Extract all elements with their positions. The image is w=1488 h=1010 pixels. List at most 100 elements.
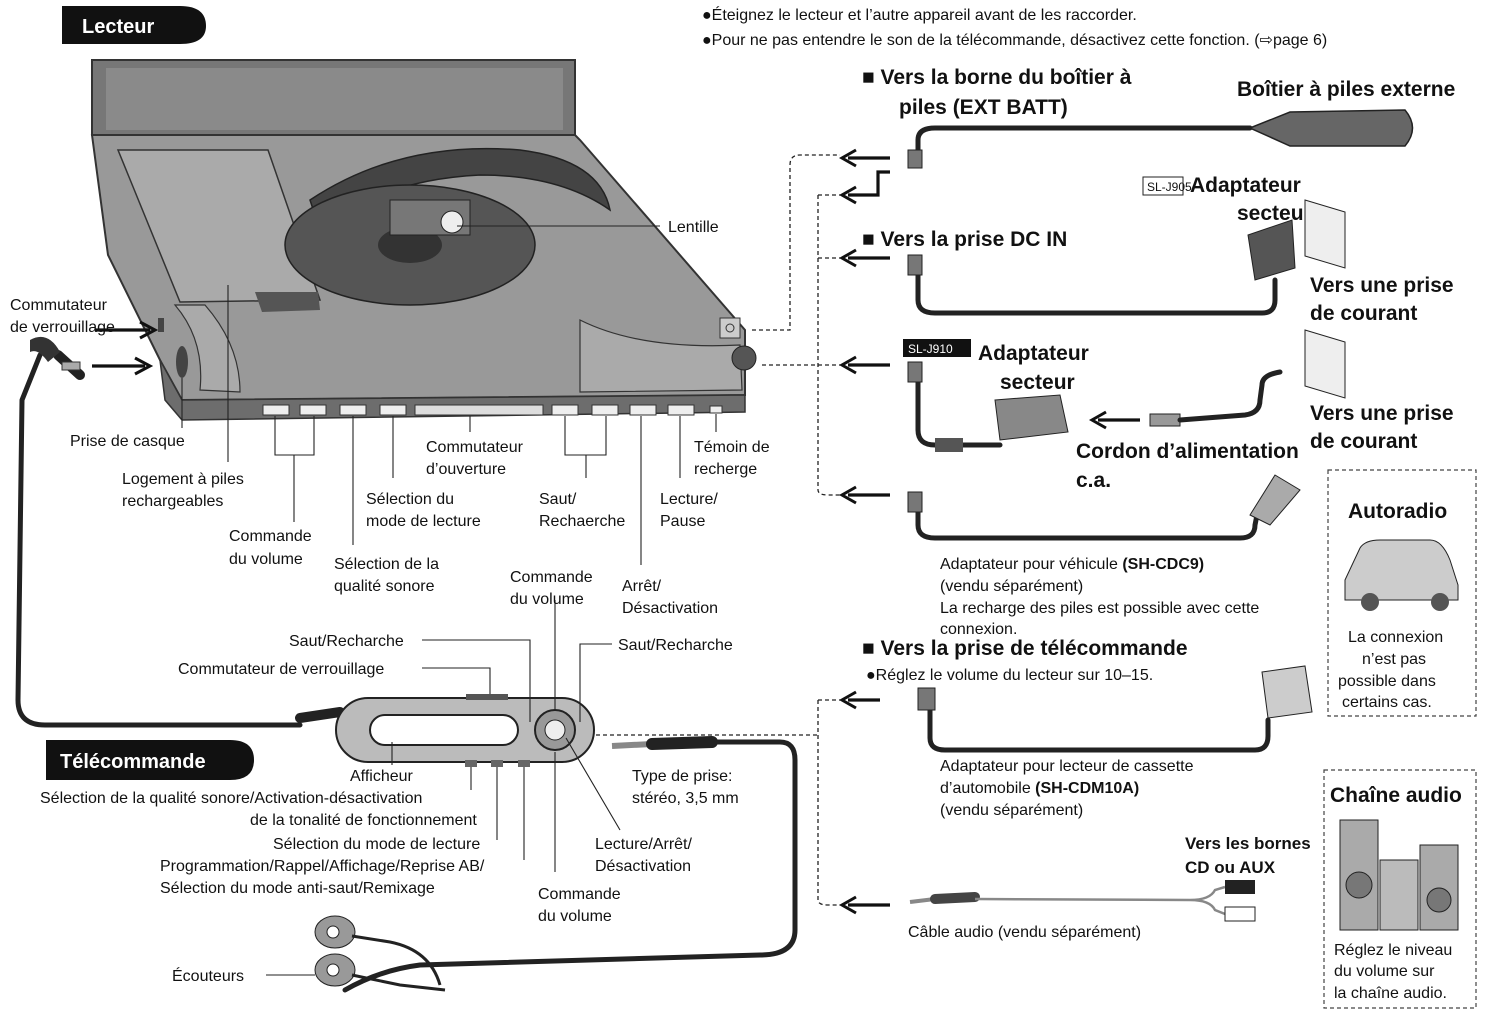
car-icon <box>1344 539 1459 611</box>
dc-in-heading: ■ Vers la prise DC IN <box>862 228 1067 251</box>
commutateur-ouverture-label-2: d’ouverture <box>426 461 506 478</box>
commutateur-ouverture-label-1: Commutateur <box>426 439 524 456</box>
prise-courant-2-line2: de courant <box>1310 430 1417 453</box>
logement-label-2: rechargeables <box>122 493 223 510</box>
sl-j910-tag: SL-J910 <box>908 342 953 356</box>
remote-mode-label: Sélection du mode de lecture <box>273 836 480 853</box>
cordon-label-2: c.a. <box>1076 469 1111 492</box>
remote-programmation-label-2: Sélection du mode anti-saut/Remixage <box>160 880 435 897</box>
wall-outlet-2 <box>1304 329 1346 399</box>
chaine-note-3: la chaîne audio. <box>1334 985 1447 1002</box>
temoin-label-1: Témoin de <box>694 439 770 456</box>
note-2: ●Pour ne pas entendre le son de la téléc… <box>702 32 1327 49</box>
vehicule-line1: Adaptateur pour véhicule (SH-CDC9) <box>940 556 1204 573</box>
lecture-pause-label-1: Lecture/ <box>660 491 718 508</box>
headphone-plug <box>30 336 85 380</box>
adaptateur-secteur-1-line2: secteur <box>1237 202 1312 225</box>
remote-lecture-arret-label-2: Désactivation <box>595 858 691 875</box>
selection-mode-label-2: mode de lecture <box>366 513 481 530</box>
saut-label-1: Saut/ <box>539 491 577 508</box>
prise-courant-1-line2: de courant <box>1310 302 1417 325</box>
type-prise-label-2: stéréo, 3,5 mm <box>632 790 739 807</box>
commande-volume-label-2: du volume <box>229 551 303 568</box>
cassette-adapter <box>1261 665 1313 719</box>
remote-volume-bottom-label-2: du volume <box>538 908 612 925</box>
autoradio-label: Autoradio <box>1348 500 1447 523</box>
cassette-line2: d’automobile (SH-CDM10A) <box>940 780 1139 797</box>
commutateur-verrouillage-label-1: Commutateur <box>10 297 108 314</box>
selection-qualite-label-2: qualité sonore <box>334 578 435 595</box>
prise-courant-2-line1: Vers une prise <box>1310 402 1454 425</box>
bornes-label-2: CD ou AUX <box>1185 858 1276 877</box>
arret-label-1: Arrêt/ <box>622 578 662 595</box>
remote-qualite-label-2: de la tonalité de fonctionnement <box>250 812 477 829</box>
remote-volume-bottom-label-1: Commande <box>538 886 621 903</box>
type-prise-label-1: Type de prise: <box>632 768 733 785</box>
vehicule-line4: connexion. <box>940 621 1017 638</box>
selection-qualite-label-1: Sélection de la <box>334 556 439 573</box>
lentille-label: Lentille <box>668 219 719 236</box>
adaptateur-secteur-2-line2: secteur <box>1000 371 1075 394</box>
connection-arrows <box>838 148 890 915</box>
cd-player-illustration <box>90 59 746 421</box>
chaine-label: Chaîne audio <box>1330 784 1462 807</box>
dc-in-jack <box>731 345 757 371</box>
arret-label-2: Désactivation <box>622 600 718 617</box>
earphones <box>314 915 446 992</box>
afficheur-label: Afficheur <box>350 768 414 785</box>
cable-label: Câble audio (vendu séparément) <box>908 924 1141 941</box>
player-button-row <box>262 404 723 416</box>
car-adapter <box>1249 474 1301 526</box>
remote-volume-top-label-2: du volume <box>510 591 584 608</box>
adaptateur-secteur-2-line1: Adaptateur <box>978 342 1089 365</box>
svg-text:Télécommande: Télécommande <box>60 751 206 773</box>
remote-control <box>295 694 595 767</box>
chaine-note-1: Réglez le niveau <box>1334 942 1452 959</box>
ext-batt-heading-2: piles (EXT BATT) <box>899 96 1068 119</box>
telecommande-note: ●Réglez le volume du lecteur sur 10–15. <box>866 667 1153 684</box>
autoradio-note-1: La connexion <box>1348 629 1443 646</box>
note-1: ●Éteignez le lecteur et l’autre appareil… <box>702 5 1137 24</box>
stereo-icon <box>1339 819 1459 931</box>
lecteur-tab: Lecteur <box>62 6 206 44</box>
remote-verrouillage-label: Commutateur de verrouillage <box>178 661 384 678</box>
cassette-line1: Adaptateur pour lecteur de cassette <box>940 758 1194 775</box>
remote-programmation-label-1: Programmation/Rappel/Affichage/Reprise A… <box>160 858 485 875</box>
svg-text:Lecteur: Lecteur <box>82 16 154 38</box>
cordon-label-1: Cordon d’alimentation <box>1076 440 1299 463</box>
telecommande-tab: Télécommande <box>46 740 254 780</box>
boitier-label: Boîtier à piles externe <box>1237 78 1455 101</box>
ext-batt-heading-1: ■ Vers la borne du boîtier à <box>862 66 1132 89</box>
ac-adapter-1 <box>1247 199 1346 281</box>
autoradio-note-2: n’est pas <box>1362 651 1426 668</box>
prise-courant-1-line1: Vers une prise <box>1310 274 1454 297</box>
bornes-label-1: Vers les bornes <box>1185 834 1311 853</box>
chaine-note-2: du volume sur <box>1334 963 1435 980</box>
remote-saut-left-label: Saut/Recharche <box>289 633 404 650</box>
saut-label-2: Rechaerche <box>539 513 625 530</box>
cassette-line3: (vendu séparément) <box>940 802 1083 819</box>
audio-cable <box>909 880 1256 922</box>
remote-qualite-label-1: Sélection de la qualité sonore/Activatio… <box>40 790 422 807</box>
temoin-label-2: recherge <box>694 461 757 478</box>
adaptateur-secteur-1-line1: Adaptateur <box>1190 174 1301 197</box>
remote-saut-right-label: Saut/Recharche <box>618 637 733 654</box>
telecommande-heading: ■ Vers la prise de télécommande <box>862 637 1188 660</box>
autoradio-note-3: possible dans <box>1338 673 1436 690</box>
vehicule-line3: La recharge des piles est possible avec … <box>940 600 1259 617</box>
remote-volume-top-label-1: Commande <box>510 569 593 586</box>
selection-mode-label-1: Sélection du <box>366 491 454 508</box>
remote-lecture-arret-label-1: Lecture/Arrêt/ <box>595 836 692 853</box>
external-battery-case <box>1248 109 1414 147</box>
autoradio-note-4: certains cas. <box>1342 694 1432 711</box>
prise-casque-label: Prise de casque <box>70 433 185 450</box>
ac-adapter-2 <box>935 394 1069 452</box>
vehicule-line2: (vendu séparément) <box>940 578 1083 595</box>
commande-volume-label-1: Commande <box>229 528 312 545</box>
ecouteurs-label: Écouteurs <box>172 966 244 985</box>
lecture-pause-label-2: Pause <box>660 513 705 530</box>
logement-label-1: Logement à piles <box>122 471 244 488</box>
commutateur-verrouillage-label-2: de verrouillage <box>10 319 115 336</box>
ext-batt-terminal <box>719 317 741 339</box>
